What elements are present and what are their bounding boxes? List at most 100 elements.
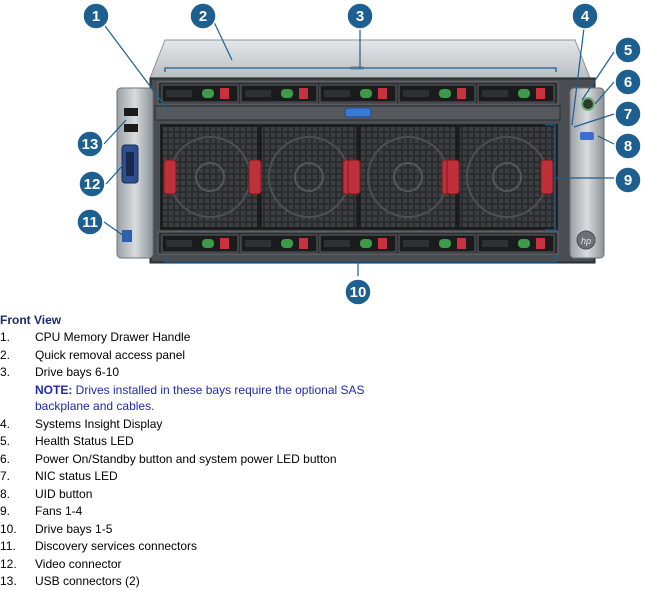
legend-item: 7. NIC status LED [0,468,645,486]
legend-item-label: Fans 1-4 [35,504,83,518]
legend-item-label: Drive bays 1-5 [35,521,113,536]
legend-item-number: 1. [0,330,11,344]
drive-carrier [319,84,397,103]
svg-text:2: 2 [199,8,207,25]
legend-item-number: 10. [0,521,17,536]
drive-carrier [240,84,318,103]
drive-carrier [161,84,239,103]
callout-6: 6 [614,68,642,96]
svg-text:4: 4 [581,8,590,25]
drive-bays-1-5 [157,231,559,255]
left-rack-ear [116,87,154,259]
legend-title: Front View [0,313,62,327]
usb-port-icon [124,108,138,116]
legend-item-label: Power On/Standby button and system power… [35,451,337,466]
legend-item-number: 4. [0,416,11,431]
callout-2: 2 [189,2,217,30]
legend-item-number: 11. [0,539,16,553]
legend-item: 13. USB connectors (2) [0,573,645,591]
svg-text:7: 7 [624,106,632,123]
drive-carrier [477,234,555,253]
legend-item-label: NIC status LED [35,469,118,483]
legend-item-label: Video connector [35,556,122,571]
legend-item: 4. Systems Insight Display [0,416,645,434]
svg-text:10: 10 [350,284,367,301]
legend-item-number: 13. [0,574,17,588]
callout-12: 12 [78,170,106,198]
hp-logo-icon [576,230,596,250]
note-prefix: NOTE: [35,382,73,397]
drive-carrier [161,234,239,253]
svg-text:12: 12 [84,176,101,193]
legend-item: 12. Video connector [0,556,645,574]
callout-5: 5 [614,36,642,64]
callout-13: 13 [76,130,104,158]
callout-10: 10 [344,278,372,306]
svg-text:hp: hp [581,236,591,246]
legend: Front View 1. CPU Memory Drawer Handle 2. Q… [0,312,645,591]
legend-item: 5. Health Status LED [0,433,645,451]
power-button-icon [581,97,595,111]
fan-module [248,125,358,229]
svg-text:11: 11 [82,214,98,231]
legend-item: 2. Quick removal access panel [0,347,645,365]
legend-item: 10. Drive bays 1-5 [0,521,645,539]
discovery-connector-icon [122,230,132,242]
fan-module [347,125,457,229]
callout-9: 9 [614,166,642,194]
legend-item-number: 3. [0,365,11,379]
svg-text:5: 5 [624,42,632,59]
svg-text:6: 6 [624,74,632,91]
drive-bays-note: NOTE: Drives installed in these bays req… [35,382,645,416]
note-line-1: Drives installed in these bays require t… [72,382,365,397]
callout-3: 3 [346,2,374,30]
legend-item: 3. Drive bays 6-10 [0,364,645,382]
legend-item-number: 9. [0,504,11,518]
legend-item-label: Systems Insight Display [35,416,163,431]
legend-item: 9. Fans 1-4 [0,503,645,521]
drive-carrier [240,234,318,253]
svg-text:3: 3 [356,8,364,25]
legend-item: 8. UID button [0,486,645,504]
fans-1-4 [160,124,558,230]
legend-item-label: Quick removal access panel [35,347,186,362]
svg-text:13: 13 [82,136,99,153]
drive-bays-6-10 [157,81,559,105]
callout-leaders [101,21,615,276]
svg-text:8: 8 [624,138,632,155]
legend-item: 1. CPU Memory Drawer Handle [0,329,645,347]
legend-item-label: UID button [35,486,93,501]
callout-4: 4 [571,2,599,30]
legend-item: 11. Discovery services connectors [0,538,645,556]
legend-item-label: CPU Memory Drawer Handle [35,330,191,344]
note-line-2: backplane and cables. [35,398,155,413]
drive-carrier [398,84,476,103]
usb-port-icon [124,124,138,132]
legend-item-number: 5. [0,434,11,448]
callout-8: 8 [614,132,642,160]
cpu-memory-drawer-handle [154,105,561,121]
drive-carrier [477,84,555,103]
right-rack-ear: hp [569,87,605,259]
legend-item-number: 8. [0,486,11,501]
fan-module [161,125,259,229]
callout-7: 7 [614,100,642,128]
access-panel [149,39,591,79]
legend-item-label: Discovery services connectors [35,539,198,553]
drive-carrier [319,234,397,253]
svg-text:9: 9 [624,172,632,189]
legend-item-number: 12. [0,556,17,571]
legend-item-number: 7. [0,469,11,483]
legend-item-label: Health Status LED [35,434,134,448]
callout-11: 11 [76,208,104,236]
svg-text:1: 1 [92,8,100,25]
drive-carrier [398,234,476,253]
legend-item: 6.Power On/Standby button and system pow… [0,451,645,469]
legend-item-label: USB connectors (2) [35,574,140,588]
legend-item-label: Drive bays 6-10 [35,365,120,379]
fan-module [446,125,556,229]
callout-1: 1 [82,2,110,30]
legend-item-number: 2. [0,347,11,362]
